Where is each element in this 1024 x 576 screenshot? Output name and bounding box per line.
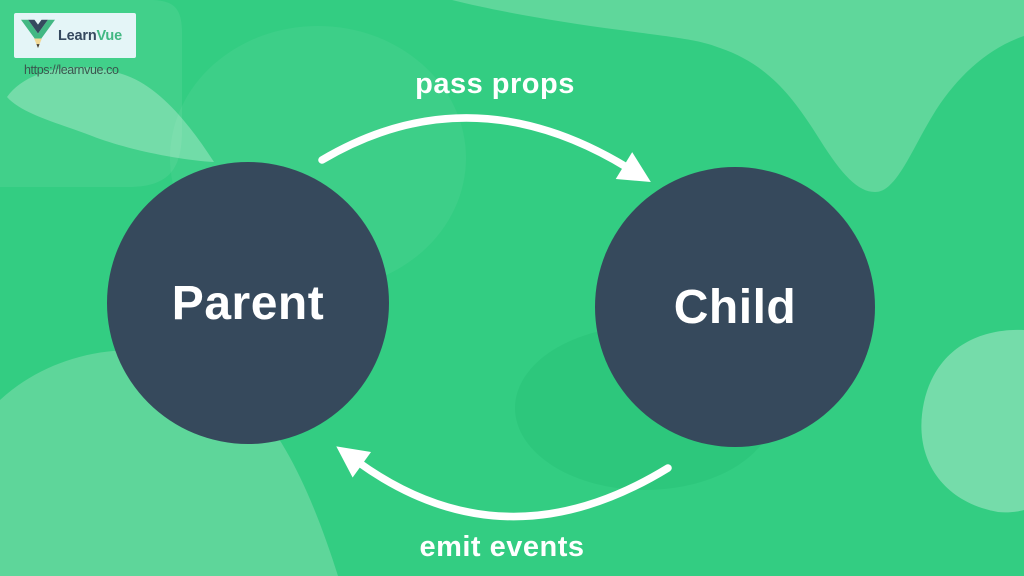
pass-props-arrow — [318, 114, 651, 182]
decorative-blob-top-right — [452, 0, 1024, 192]
learnvue-logo-card: LearnVue — [14, 13, 136, 58]
parent-node-label: Parent — [171, 276, 325, 330]
logo-word-learn: Learn — [58, 27, 97, 44]
logo-wordmark: LearnVue — [58, 28, 122, 44]
vue-pencil-logo-icon — [21, 19, 55, 48]
parent-node: Parent — [107, 162, 389, 444]
decorative-blob-bottom-right — [921, 329, 1024, 513]
child-node-label: Child — [673, 280, 797, 334]
site-url-text: https://learnvue.co — [24, 63, 119, 77]
child-node: Child — [595, 167, 875, 447]
logo-word-vue: Vue — [96, 27, 123, 44]
decorative-swoosh — [7, 67, 214, 162]
emit-events-label: emit events — [419, 531, 585, 563]
pass-props-label: pass props — [415, 68, 575, 100]
emit-events-arrow — [336, 446, 672, 521]
